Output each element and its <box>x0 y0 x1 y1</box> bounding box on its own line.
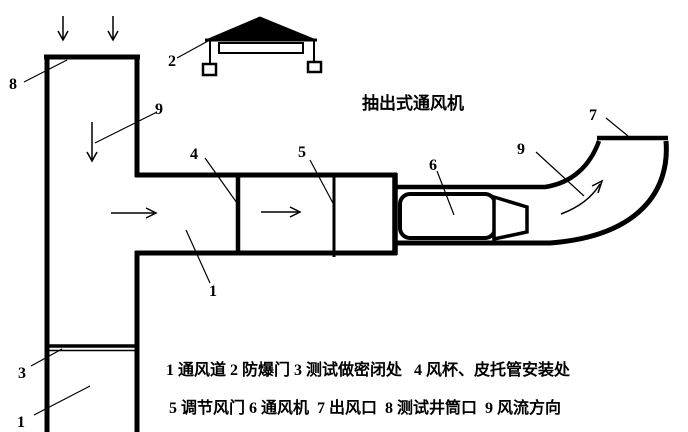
callout-3: 3 <box>18 365 26 382</box>
airflow-arrows <box>57 16 604 219</box>
bend-inner-wall <box>395 140 602 190</box>
door-right-foot <box>306 60 323 74</box>
leader-lines <box>23 40 629 416</box>
fan-duct-and-bend <box>395 135 669 246</box>
callout-9-shaft: 9 <box>155 101 163 118</box>
down-arrow-icon <box>107 16 119 42</box>
callout-labels: 8 2 9 4 5 6 9 7 1 3 1 <box>9 53 597 431</box>
fan-casing <box>398 192 497 240</box>
door-left-foot <box>201 62 218 77</box>
sealed-section-lines <box>45 344 139 352</box>
callout-5: 5 <box>298 144 306 161</box>
leader-3 <box>30 348 63 367</box>
callout-6: 6 <box>429 157 437 174</box>
down-arrow-icon <box>86 122 98 163</box>
door-roof <box>205 16 317 41</box>
callout-1-shaft: 1 <box>17 414 25 431</box>
callout-2: 2 <box>168 53 176 70</box>
legend: 1 通风道 2 防爆门 3 测试做密闭处 4 风杯、皮托管安装处 5 调节风门 … <box>166 360 571 417</box>
explosion-proof-door <box>201 16 323 77</box>
leader-1-duct <box>185 229 211 284</box>
down-arrow-icon <box>57 16 69 42</box>
callout-1-duct: 1 <box>209 283 217 300</box>
legend-line-2: 5 调节风门 6 通风机 7 出风口 8 测试井筒口 9 风流方向 <box>169 398 561 417</box>
leader-7 <box>605 117 629 137</box>
callout-4: 4 <box>190 146 198 163</box>
duct-partitions <box>235 175 336 257</box>
diagram-title: 抽出式通风机 <box>362 93 464 113</box>
leader-9-shaft <box>94 111 158 144</box>
callout-7: 7 <box>589 107 597 124</box>
bend-outer-wall <box>395 140 669 246</box>
ventilation-shaft-outline <box>44 54 398 432</box>
leader-2 <box>176 40 209 59</box>
leader-8 <box>23 59 68 83</box>
leader-1-shaft <box>33 385 91 416</box>
callout-8: 8 <box>9 76 17 93</box>
leader-4 <box>204 157 238 204</box>
leader-5 <box>309 159 335 206</box>
fan-cone <box>492 194 529 242</box>
fan-body <box>398 192 529 242</box>
leader-9-outlet <box>535 151 585 197</box>
callout-9-outlet: 9 <box>517 141 525 158</box>
right-arrow-icon <box>261 206 302 218</box>
leader-6 <box>436 170 455 216</box>
curved-flow-arrow-icon <box>560 179 604 215</box>
door-frame <box>218 42 304 54</box>
legend-line-1: 1 通风道 2 防爆门 3 测试做密闭处 4 风杯、皮托管安装处 <box>166 360 571 379</box>
right-arrow-icon <box>111 207 158 219</box>
